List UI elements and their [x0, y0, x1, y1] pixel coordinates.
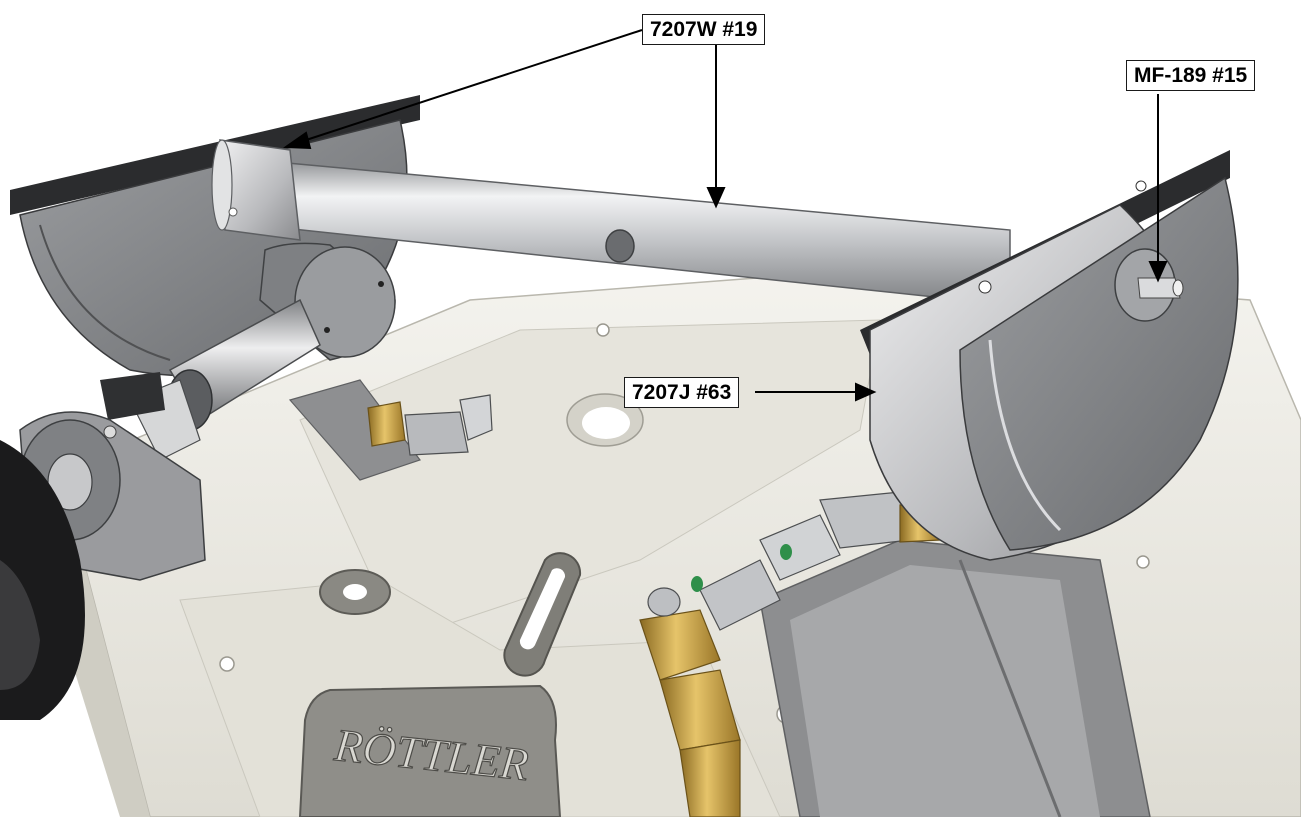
arrowhead-shaft-left	[283, 131, 312, 150]
callout-end-plate: 7207J #63	[624, 377, 740, 408]
leader-lines	[283, 29, 1168, 402]
arrowhead-end-plate	[855, 382, 877, 402]
brand-plate: RÖTTLER	[298, 684, 562, 818]
handwheel	[0, 440, 85, 720]
callout-shaft: 7207W #19	[642, 14, 766, 45]
shaft	[211, 139, 1011, 306]
callout-grease-fitting: MF-189 #15	[1126, 60, 1256, 91]
arrowhead-fitting	[1148, 261, 1168, 283]
elbow-fitting-upper	[367, 394, 493, 456]
fitting-cluster-lower	[639, 491, 941, 818]
leader-shaft-left	[299, 29, 643, 143]
arrowhead-shaft-down	[706, 187, 726, 209]
actuator-cylinder	[100, 242, 396, 461]
